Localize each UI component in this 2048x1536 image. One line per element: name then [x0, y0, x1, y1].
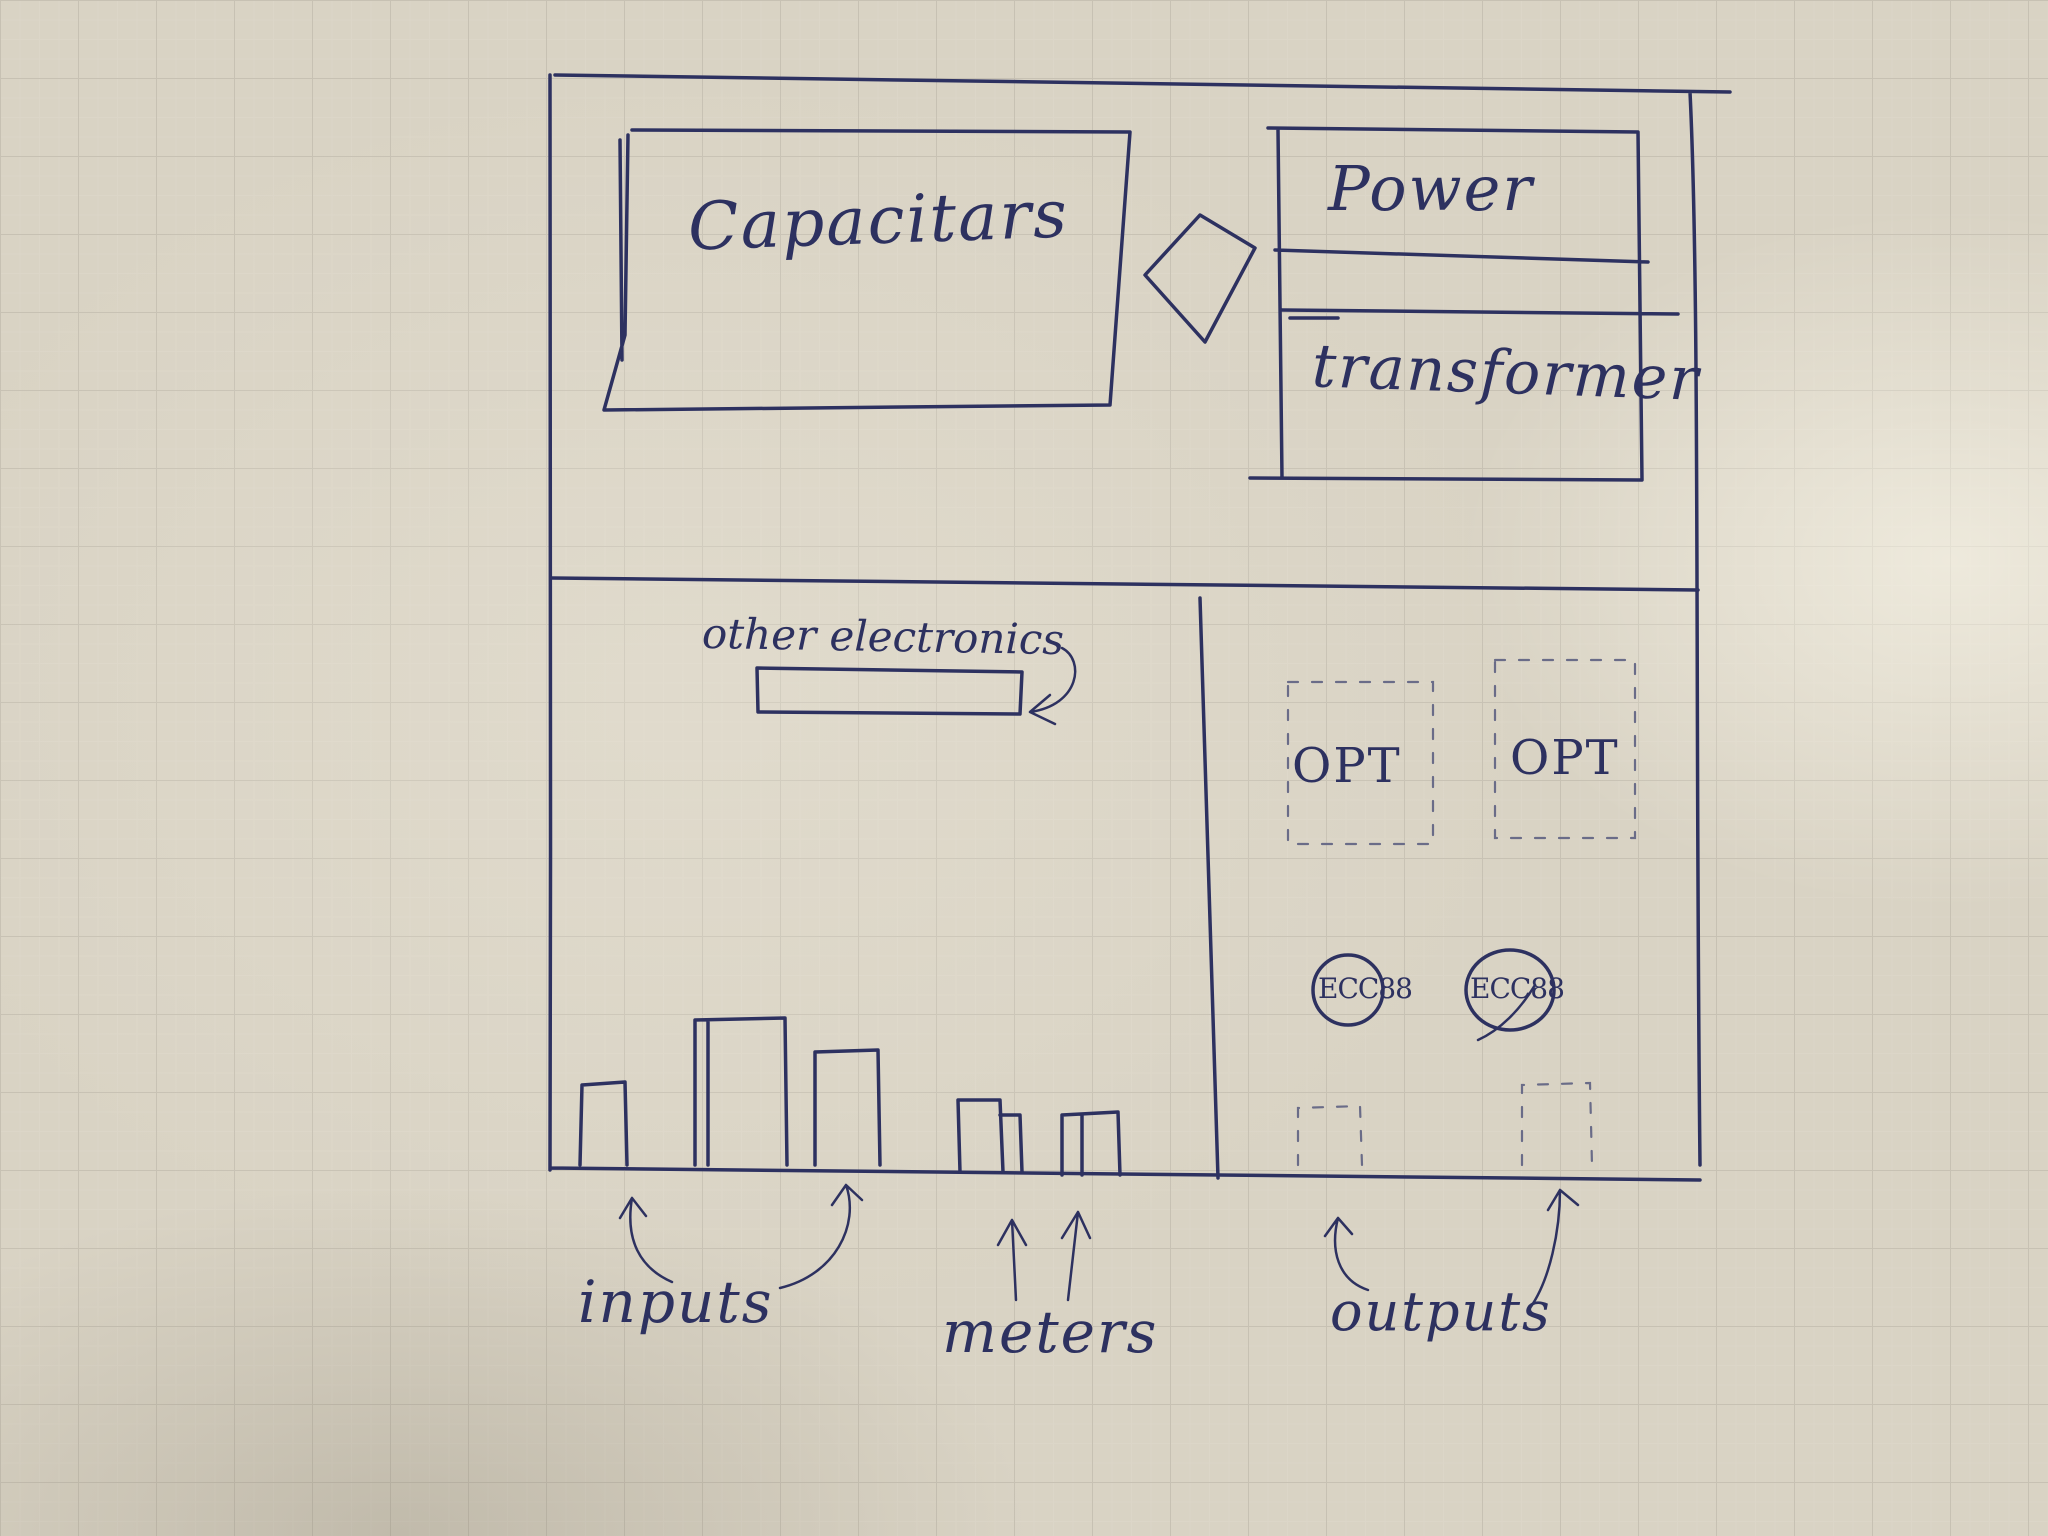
- other-electronics-arrow: [1028, 646, 1077, 726]
- inputs-arrow-left: [618, 1196, 674, 1284]
- outputs-arrow-left: [1323, 1216, 1370, 1292]
- input-jack-2: [693, 1016, 789, 1167]
- power-label: Power: [1328, 152, 1534, 225]
- output-jack-right: [1520, 1081, 1594, 1167]
- chassis-outline: [547, 73, 1732, 1182]
- capacitors-block: [602, 128, 1132, 412]
- opt-right-label: OPT: [1510, 730, 1620, 786]
- rectifier-diamond: [1143, 213, 1257, 344]
- outputs-arrow-right: [1528, 1188, 1580, 1310]
- opt-left-outline: [1286, 680, 1435, 846]
- tube-right-circle: [1464, 948, 1556, 1032]
- output-jack-left: [1296, 1104, 1364, 1167]
- tube-left-label: ECC88: [1318, 972, 1413, 1005]
- outputs-label: outputs: [1330, 1280, 1552, 1343]
- other-electronics-label: other electronics: [701, 608, 1065, 665]
- opt-left-label: OPT: [1292, 738, 1402, 794]
- chassis-divider-horizontal: [550, 576, 1700, 592]
- tube-right-strike: [1476, 983, 1537, 1042]
- meters-label: meters: [942, 1298, 1159, 1366]
- tube-left-circle: [1311, 953, 1385, 1027]
- meter-1: [956, 1098, 1024, 1174]
- tube-right-label: ECC88: [1470, 972, 1565, 1005]
- meters-arrow-right: [1060, 1210, 1092, 1302]
- meter-2: [1060, 1110, 1122, 1177]
- power-transformer-block: [1248, 126, 1680, 482]
- input-jack-1: [578, 1080, 629, 1167]
- opt-right-outline: [1493, 658, 1637, 840]
- other-electronics-board: [755, 666, 1024, 716]
- input-jack-3: [813, 1048, 882, 1167]
- capacitors-label: Capacitars: [686, 175, 1071, 266]
- meters-arrow-left: [996, 1218, 1028, 1302]
- inputs-arrow-right: [778, 1183, 864, 1290]
- inputs-label: inputs: [578, 1268, 774, 1336]
- transformer-label: transformer: [1310, 331, 1702, 415]
- chassis-divider-vertical: [1198, 596, 1220, 1180]
